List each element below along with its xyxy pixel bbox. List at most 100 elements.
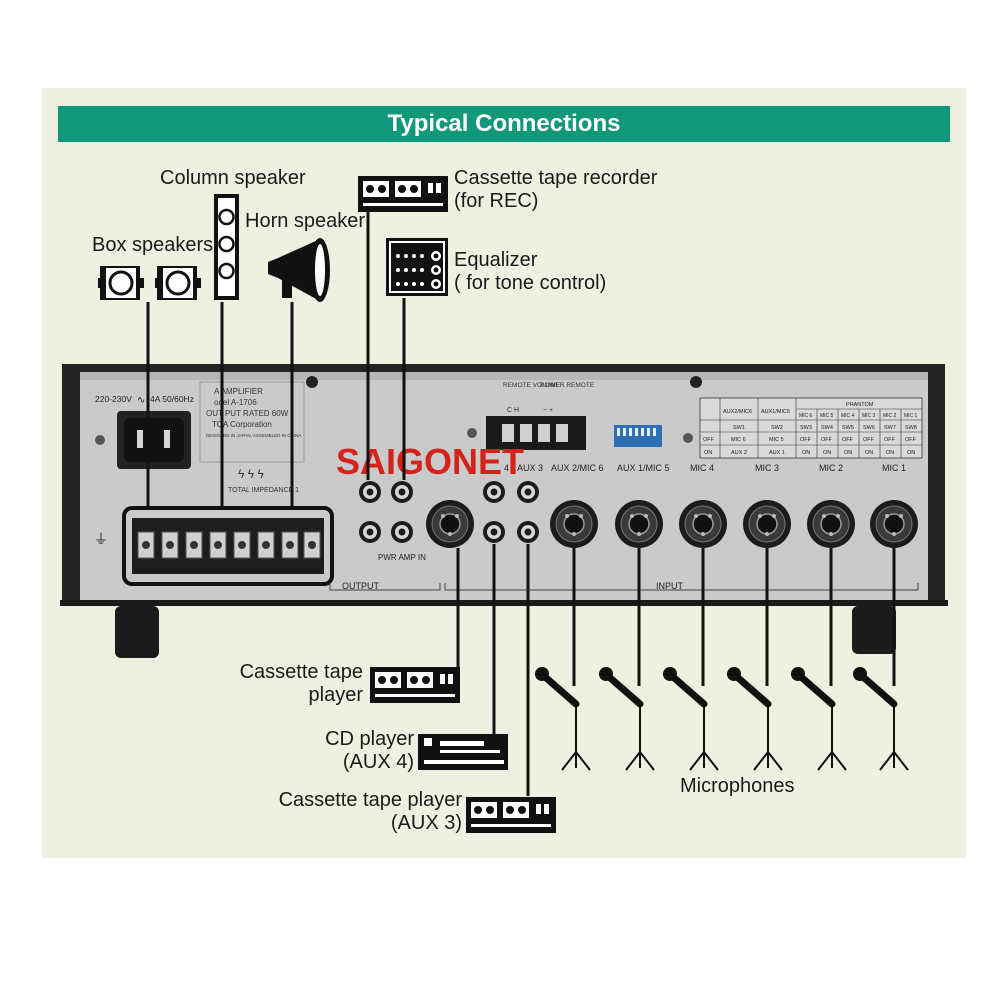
cd-player-label-line2: (AUX 4) <box>342 751 414 773</box>
jack-label-mic4: MIC 4 <box>690 463 714 473</box>
remote-terminal-block <box>467 416 586 450</box>
sw-row-7: SW7 <box>884 425 896 431</box>
xlr-jack-mic4 <box>678 499 728 549</box>
pwr-amp-in-jack-2 <box>391 521 413 543</box>
microphone-icon-5 <box>791 667 846 770</box>
on-row-0: ON <box>704 450 712 456</box>
remote-ch-label: C H <box>507 407 519 414</box>
cd-player-label: CD player (AUX 4) <box>325 728 414 774</box>
sw-row-8: SW8 <box>905 425 917 431</box>
aux3-cassette-label-line2: (AUX 3) <box>390 812 462 834</box>
pwr-amp-in-label: PWR AMP IN <box>378 553 426 562</box>
horn-speaker-icon <box>268 238 330 302</box>
ground-symbol: ⏚ <box>94 531 108 547</box>
sw-row-4: SW4 <box>821 425 833 431</box>
xlr-jack-mic1 <box>869 499 919 549</box>
cassette-recorder-icon <box>358 176 448 212</box>
cassette-player-label-line2: player <box>308 684 363 706</box>
xlr-jack-aux1-mic5 <box>614 499 664 549</box>
cassette-player-icon <box>370 667 460 703</box>
phantom-col-6: MIC 1 <box>904 413 918 419</box>
off-row-6: OFF <box>863 437 875 443</box>
nameplate-line-2: odel A-1706 <box>214 398 257 407</box>
pwr-amp-in-jack-1 <box>391 481 413 503</box>
on-row-5: ON <box>844 450 852 456</box>
box-speaker-icon-left <box>98 266 144 300</box>
cassette-player-label: Cassette tape player <box>240 661 363 707</box>
jack-label-aux2-mic6: AUX 2/MIC 6 <box>551 463 604 473</box>
aux3-cassette-player-icon <box>466 797 556 833</box>
saigonet-watermark: SAIGONET <box>336 441 524 482</box>
rec-jack-2 <box>359 521 381 543</box>
phantom-col-4: MIC 3 <box>862 413 876 419</box>
cassette-player-label-line1: Cassette tape <box>239 661 363 683</box>
on-row-6: ON <box>865 450 873 456</box>
phantom-col-5: MIC 2 <box>883 413 897 419</box>
switch-table: AUX2/MIC6 AUX1/MIC5 PHANTOM MIC 6 MIC 5 … <box>699 397 923 459</box>
sw-row-1: SW1 <box>733 425 745 431</box>
switch-col-aux2: AUX2/MIC6 <box>723 409 752 415</box>
microphone-icon-4 <box>727 667 782 770</box>
equalizer-label-line1: Equalizer <box>454 249 538 271</box>
rec-label-line1: Cassette tape recorder <box>454 167 658 189</box>
off-row-1: MIC 6 <box>731 437 746 443</box>
dip-switch <box>614 425 693 447</box>
output-label: OUTPUT <box>342 581 380 591</box>
equalizer-label-line2: ( for tone control) <box>454 272 607 294</box>
aux4-jack-2 <box>483 521 505 543</box>
jack-label-aux3: AUX 3 <box>517 463 543 473</box>
power-pm-label: − + <box>543 407 553 414</box>
speaker-terminal-strip <box>122 506 334 586</box>
ac-inlet <box>95 411 191 469</box>
aux3-cassette-label: Cassette tape player (AUX 3) <box>279 789 462 835</box>
box-speakers-label: Box speakers <box>92 234 214 256</box>
rec-label: Cassette tape recorder (for REC) <box>454 167 657 213</box>
cd-player-label-line1: CD player <box>325 728 414 750</box>
sw-row-6: SW6 <box>863 425 875 431</box>
off-row-0: OFF <box>703 437 715 443</box>
horn-speaker-label: Horn speaker <box>245 210 366 232</box>
power-remote-label: POWER REMOTE <box>540 382 595 389</box>
xlr-jack-mic2 <box>806 499 856 549</box>
xlr-jack-aux2-mic6 <box>549 499 599 549</box>
switch-phantom-header: PHANTOM <box>846 402 874 408</box>
sw-row-5: SW5 <box>842 425 854 431</box>
banner-title: Typical Connections <box>58 106 950 142</box>
phantom-col-3: MIC 4 <box>841 413 855 419</box>
jack-label-mic2: MIC 2 <box>819 463 843 473</box>
output-input-brackets <box>329 583 919 591</box>
phantom-col-2: MIC 5 <box>820 413 834 419</box>
on-row-1: AUX 2 <box>731 450 747 456</box>
off-row-8: OFF <box>905 437 917 443</box>
input-label: INPUT <box>656 581 684 591</box>
switch-col-aux1: AUX1/MIC5 <box>761 409 790 415</box>
ac-symbol: ∿ <box>137 395 145 406</box>
jack-label-mic3: MIC 3 <box>755 463 779 473</box>
on-row-3: ON <box>802 450 810 456</box>
on-row-4: ON <box>823 450 831 456</box>
column-speaker-label: Column speaker <box>160 167 306 189</box>
microphone-icon-3 <box>663 667 718 770</box>
nameplate-line-5: DESIGNED IN JAPAN, ASSEMBLED IN CHINA <box>206 433 301 438</box>
off-row-5: OFF <box>842 437 854 443</box>
nameplate-line-1: A AMPLIFIER <box>214 387 263 396</box>
fuse-spec-text: 4A 50/60Hz <box>150 394 194 404</box>
equalizer-icon <box>386 238 448 296</box>
microphone-icon-6 <box>853 667 908 770</box>
remote-volume-label: REMOTE VOLUME <box>503 382 561 389</box>
xlr-jack-mic3 <box>742 499 792 549</box>
microphone-icon-2 <box>599 667 654 770</box>
aux4-jack-1 <box>483 481 505 503</box>
rec-jack-1 <box>359 481 381 503</box>
equalizer-label: Equalizer ( for tone control) <box>454 249 606 295</box>
on-row-8: ON <box>907 450 915 456</box>
microphones-label: Microphones <box>680 775 795 797</box>
aux3-jack-2 <box>517 521 539 543</box>
on-row-2: AUX 1 <box>769 450 785 456</box>
nameplate-line-3: OUT PUT RATED 60W <box>206 409 289 418</box>
xlr-jack-out <box>425 499 475 549</box>
jack-label-aux4: 4 <box>504 463 509 473</box>
off-row-7: OFF <box>884 437 896 443</box>
column-speaker-icon <box>214 194 239 300</box>
